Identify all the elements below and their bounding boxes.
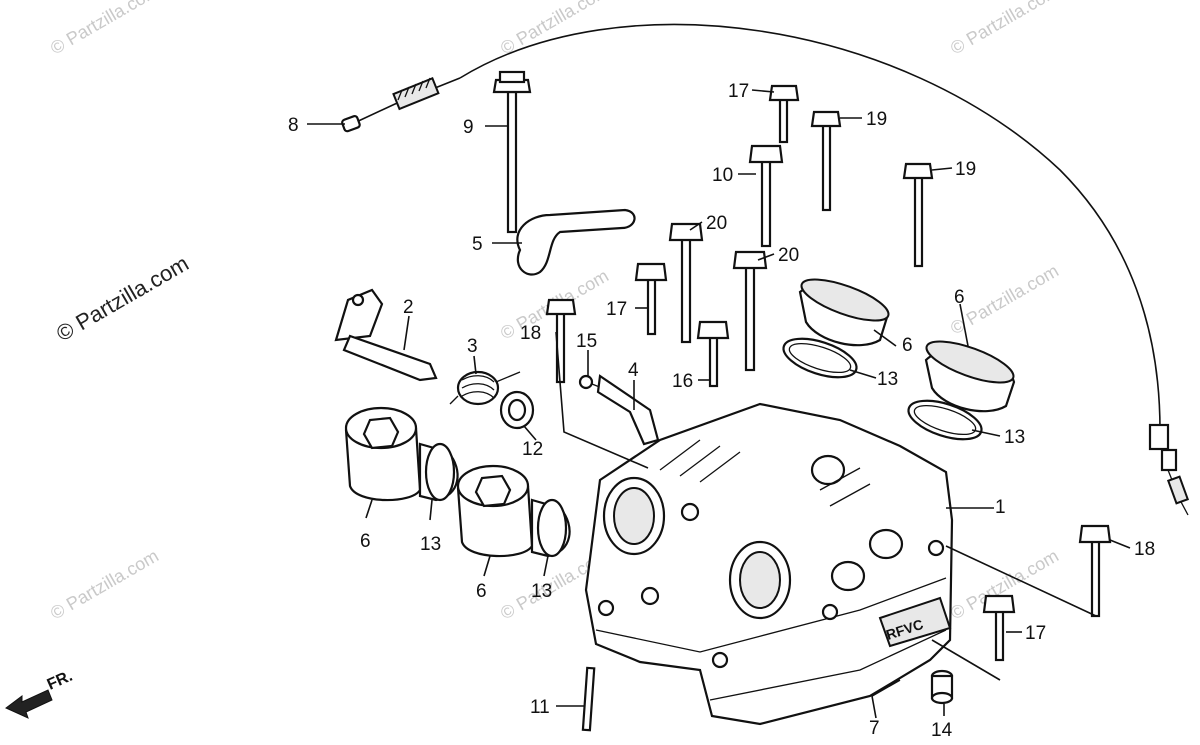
callout-17-right: 17 xyxy=(1025,623,1046,644)
callout-19-lower: 19 xyxy=(955,159,976,180)
callout-12: 12 xyxy=(522,439,543,460)
callout-20-upper: 20 xyxy=(706,213,727,234)
watermark-top-left: © Partzilla.com xyxy=(47,0,162,58)
callout-6-center: 6 xyxy=(476,581,487,602)
seal-12 xyxy=(499,390,535,430)
callout-17-top: 17 xyxy=(728,81,749,102)
bolt-9 xyxy=(492,70,532,234)
cylinder-head-cover-1: RFVC xyxy=(584,402,954,726)
watermark-top-right: © Partzilla.com xyxy=(947,0,1062,58)
bolts-top xyxy=(545,84,934,388)
bracket-5 xyxy=(516,208,636,276)
callout-13-upper-right: 13 xyxy=(877,369,898,390)
callout-18-left: 18 xyxy=(520,323,541,344)
leader-lines xyxy=(307,89,1131,719)
callout-8: 8 xyxy=(288,115,299,136)
callout-16: 16 xyxy=(672,371,693,392)
cap-6-upper-right xyxy=(782,278,890,379)
callout-20-lower: 20 xyxy=(778,245,799,266)
parts-15-4 xyxy=(578,374,660,446)
callout-6-left: 6 xyxy=(360,531,371,552)
front-label: FR. xyxy=(45,668,75,694)
cable xyxy=(341,23,1190,516)
dowel-pin-11 xyxy=(581,666,596,732)
callout-17-middle: 17 xyxy=(606,299,627,320)
callout-3: 3 xyxy=(467,336,478,357)
callout-6-upper-right: 6 xyxy=(902,335,913,356)
callout-6-lower-right: 6 xyxy=(954,287,965,308)
cap-6-lower-right xyxy=(907,340,1016,441)
rubber-14 xyxy=(930,669,954,705)
cap-6-center xyxy=(456,464,571,558)
callout-5: 5 xyxy=(472,234,483,255)
callout-2: 2 xyxy=(403,297,414,318)
callout-7: 7 xyxy=(869,718,880,739)
callout-labels: 1 2 3 4 5 6 6 6 6 7 8 9 10 11 12 13 13 1… xyxy=(288,81,1155,741)
callout-14: 14 xyxy=(931,720,953,741)
arrow-left-icon xyxy=(5,689,53,719)
callout-13-lower-right: 13 xyxy=(1004,427,1025,448)
callout-1: 1 xyxy=(995,497,1006,518)
watermark-bottom-left: © Partzilla.com xyxy=(47,545,162,623)
callout-13-left: 13 xyxy=(420,534,441,555)
watermark-top-center: © Partzilla.com xyxy=(497,0,612,58)
shaft-2 xyxy=(334,288,438,382)
callout-13-center: 13 xyxy=(531,581,552,602)
bolt-17-right xyxy=(982,594,1016,662)
callout-9: 9 xyxy=(463,117,474,138)
watermark-main: © Partzilla.com xyxy=(52,251,193,347)
callout-18-right: 18 xyxy=(1134,539,1155,560)
front-direction-marker: FR. xyxy=(5,668,75,719)
callout-15: 15 xyxy=(576,331,597,352)
spring-3 xyxy=(449,370,521,406)
callout-4: 4 xyxy=(628,360,639,381)
callout-11: 11 xyxy=(530,697,550,718)
callout-19-upper: 19 xyxy=(866,109,887,130)
callout-10: 10 xyxy=(712,165,733,186)
bolt-18-right xyxy=(1078,524,1112,618)
cap-6-left xyxy=(344,406,459,502)
